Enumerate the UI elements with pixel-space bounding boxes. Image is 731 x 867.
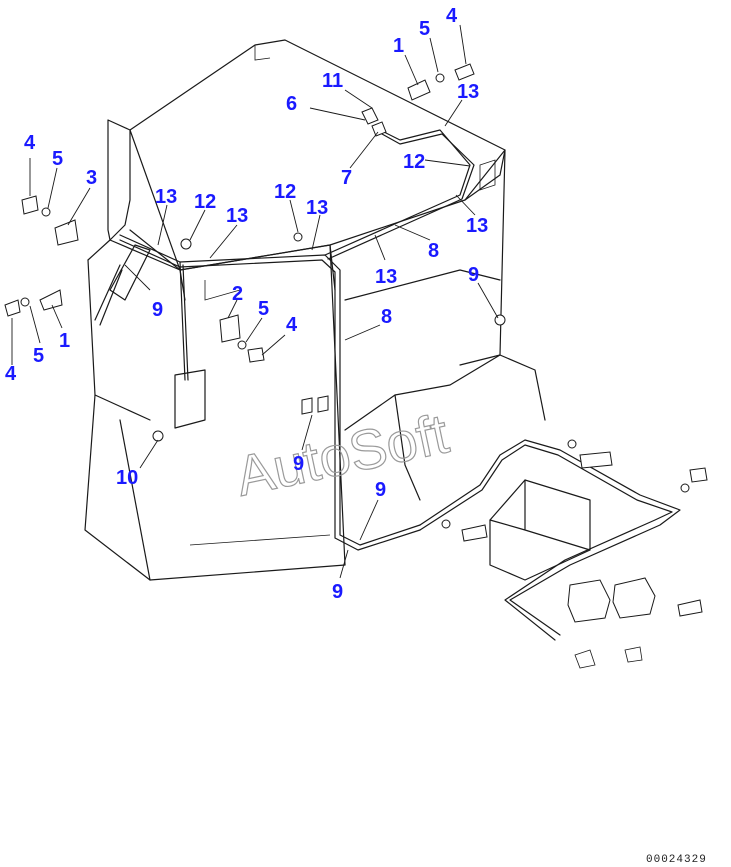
callout-9: 9 <box>152 299 163 321</box>
callout-5: 5 <box>419 18 430 40</box>
callout-13: 13 <box>155 186 177 208</box>
callout-4: 4 <box>24 132 36 154</box>
callout-9: 9 <box>293 453 304 475</box>
watermark-text: AutoSoft <box>230 401 454 507</box>
callout-12: 12 <box>403 151 425 173</box>
wiring-harness <box>94 129 681 641</box>
relay-box <box>489 479 656 669</box>
cab-body <box>84 39 546 581</box>
callout-9: 9 <box>468 264 479 286</box>
callout-1: 1 <box>59 330 70 352</box>
callout-4: 4 <box>5 363 17 385</box>
callout-4: 4 <box>446 5 458 27</box>
callout-13: 13 <box>466 215 488 237</box>
drawing-code: 00024329 <box>646 854 707 866</box>
leader-lines <box>11 24 499 579</box>
callout-1: 1 <box>393 35 404 57</box>
callout-9: 9 <box>375 479 386 501</box>
callout-12: 12 <box>274 181 296 203</box>
callout-11: 11 <box>322 70 343 92</box>
callout-13: 13 <box>457 81 479 103</box>
callout-2: 2 <box>232 283 243 305</box>
callout-9: 9 <box>332 581 343 603</box>
callout-10: 10 <box>116 467 138 489</box>
callout-13: 13 <box>306 197 328 219</box>
callout-12: 12 <box>194 191 216 213</box>
callout-13: 13 <box>226 205 248 227</box>
callout-8: 8 <box>381 306 392 328</box>
callout-6: 6 <box>286 93 297 115</box>
callout-3: 3 <box>86 167 97 189</box>
callout-5: 5 <box>33 345 44 367</box>
callout-4: 4 <box>286 314 298 336</box>
callout-8: 8 <box>428 240 439 262</box>
fasteners <box>4 63 708 617</box>
callout-5: 5 <box>52 148 63 170</box>
callout-5: 5 <box>258 298 269 320</box>
callout-7: 7 <box>341 167 352 189</box>
callouts: 1 1 2 3 4 4 4 4 5 5 5 5 6 7 8 8 9 9 9 9 … <box>5 5 488 603</box>
callout-13: 13 <box>375 266 397 288</box>
